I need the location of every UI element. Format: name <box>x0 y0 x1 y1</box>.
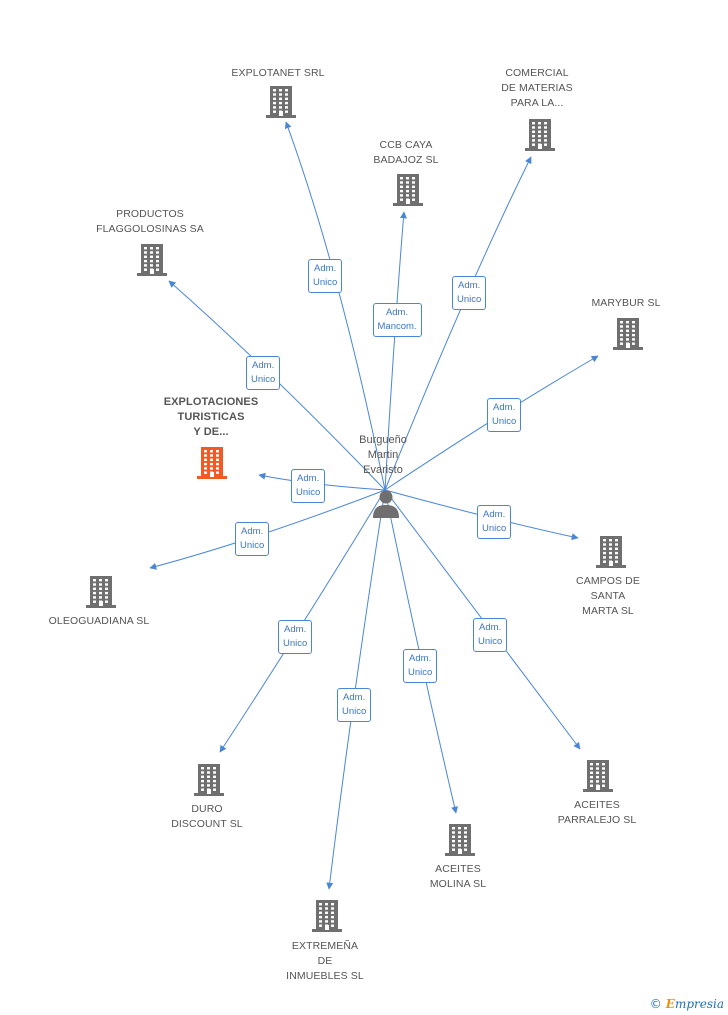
role-badge[interactable]: Adm. Unico <box>308 259 343 293</box>
building-icon[interactable] <box>193 763 225 797</box>
role-badge[interactable]: Adm. Unico <box>291 469 326 503</box>
company-label[interactable]: DURO DISCOUNT SL <box>171 803 243 830</box>
role-badge[interactable]: Adm. Mancom. <box>372 303 422 337</box>
role-badge[interactable]: Adm. Unico <box>246 356 281 390</box>
center-person-name[interactable]: Burgueño Martin Evaristo <box>359 434 407 476</box>
role-badge[interactable]: Adm. Unico <box>452 276 487 310</box>
building-icon[interactable] <box>582 759 614 793</box>
role-badge[interactable]: Adm. Unico <box>487 398 522 432</box>
company-label[interactable]: EXPLOTANET SRL <box>231 67 325 79</box>
footer-brand[interactable]: ©Empresia <box>650 997 724 1011</box>
copyright-icon: © <box>649 997 662 1011</box>
building-icon[interactable] <box>265 85 297 119</box>
building-icon[interactable] <box>85 575 117 609</box>
role-badge[interactable]: Adm. Unico <box>337 688 372 722</box>
role-badge[interactable]: Adm. Unico <box>477 505 512 539</box>
company-label[interactable]: PRODUCTOS FLAGGOLOSINAS SA <box>96 208 204 235</box>
company-label[interactable]: EXPLOTACIONES TURISTICAS Y DE... <box>163 396 259 438</box>
role-badge[interactable]: Adm. Unico <box>473 618 508 652</box>
building-icon[interactable] <box>524 118 556 152</box>
company-label[interactable]: ACEITES PARRALEJO SL <box>557 799 637 826</box>
company-label[interactable]: CAMPOS DE SANTA MARTA SL <box>576 575 640 617</box>
company-label[interactable]: ACEITES MOLINA SL <box>429 863 487 890</box>
building-icon[interactable] <box>311 899 343 933</box>
company-label[interactable]: EXTREMEÑA DE INMUEBLES SL <box>286 940 364 982</box>
role-badge[interactable]: Adm. Unico <box>278 620 313 654</box>
company-label[interactable]: CCB CAYA BADAJOZ SL <box>373 139 439 166</box>
company-label[interactable]: MARYBUR SL <box>591 297 661 309</box>
building-icon[interactable] <box>612 317 644 351</box>
role-badge[interactable]: Adm. Unico <box>235 522 270 556</box>
person-icon[interactable] <box>371 488 401 518</box>
building-icon[interactable] <box>136 243 168 277</box>
building-icon[interactable] <box>392 173 424 207</box>
building-icon[interactable] <box>444 823 476 857</box>
brand-initial: E <box>665 997 675 1011</box>
role-badge[interactable]: Adm. Unico <box>403 649 438 683</box>
company-label[interactable]: COMERCIAL DE MATERIAS PARA LA... <box>501 67 573 109</box>
brand-name: mpresia <box>674 997 724 1011</box>
building-icon[interactable] <box>196 446 228 480</box>
building-icon[interactable] <box>595 535 627 569</box>
company-label[interactable]: OLEOGUADIANA SL <box>48 615 150 627</box>
